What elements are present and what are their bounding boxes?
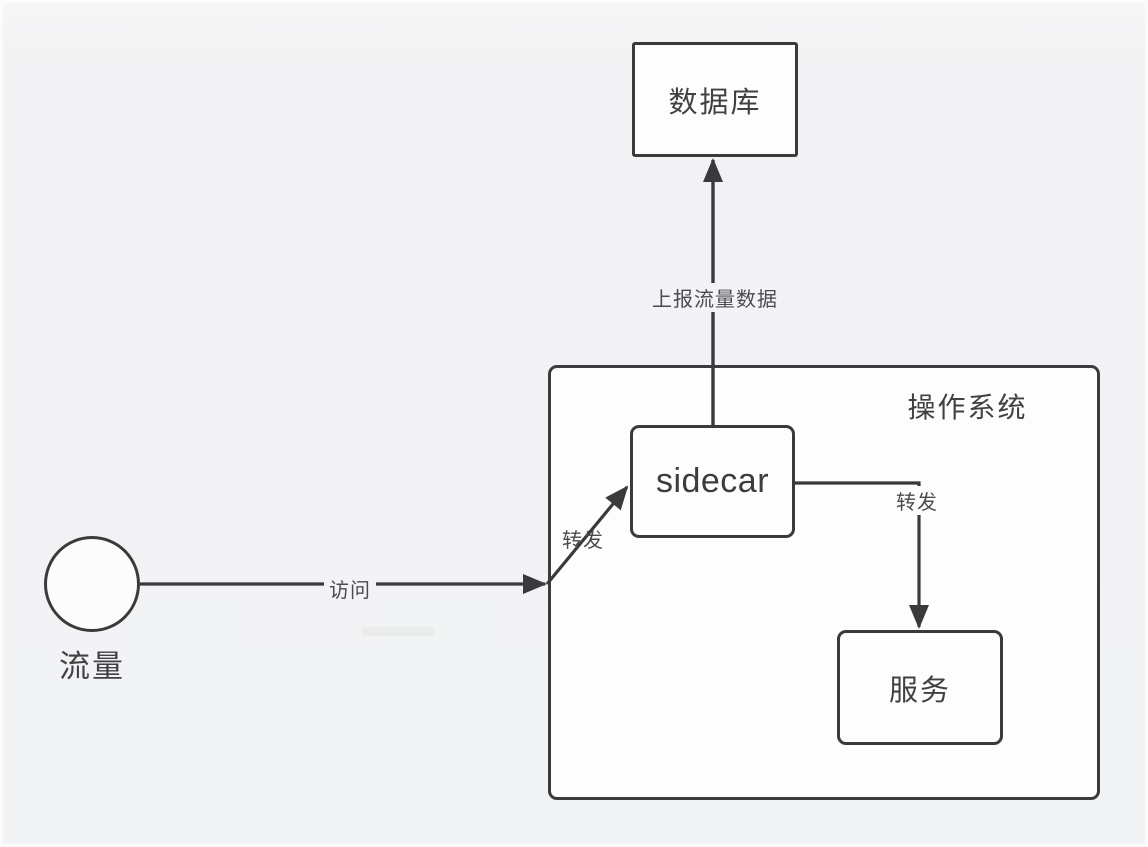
edge-forward-in-line [545,485,629,586]
node-service: 服务 [837,630,1003,745]
edge-forward-service-label: 转发 [893,486,941,515]
edge-access-label: 访问 [324,574,376,603]
node-sidecar: sidecar [630,425,795,538]
node-database: 数据库 [632,42,798,157]
edge-report-label: 上报流量数据 [649,283,781,312]
node-database-label: 数据库 [668,86,762,119]
node-os-label: 操作系统 [907,392,1028,423]
node-service-label: 服务 [888,674,951,707]
edge-forward-in-label: 转发 [562,530,604,552]
edge-forward-service-line [795,481,929,629]
node-traffic-label: 流量 [59,649,125,684]
node-traffic-circle [44,536,140,632]
node-sidecar-label: sidecar [655,462,770,500]
faint-smudge [362,627,434,636]
